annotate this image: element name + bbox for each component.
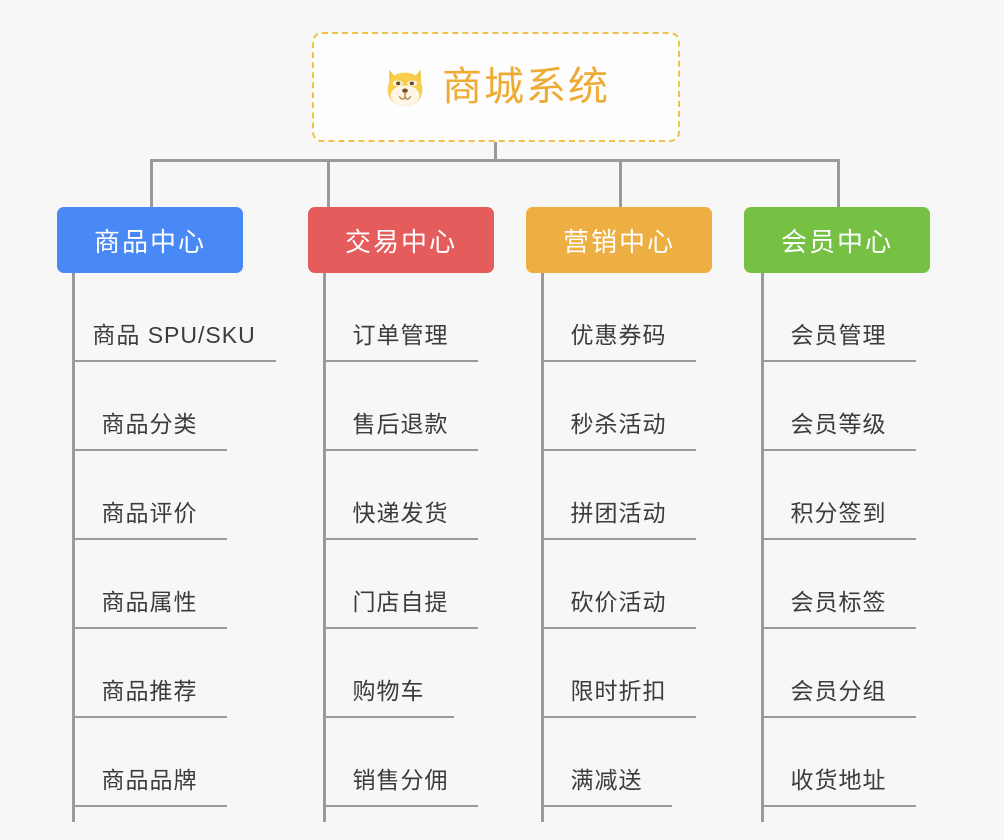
leaf-item[interactable]: 会员标签 xyxy=(761,540,916,629)
leaf-item-label: 商品推荐 xyxy=(101,678,198,704)
leaf-item-label: 会员管理 xyxy=(790,322,887,348)
leaf-item-label: 拼团活动 xyxy=(570,500,667,526)
leaf-item[interactable]: 商品推荐 xyxy=(72,629,227,718)
leaf-item[interactable]: 销售分佣 xyxy=(323,718,478,807)
category-box-3[interactable]: 营销中心 xyxy=(526,207,712,273)
leaf-item[interactable]: 商品 SPU/SKU xyxy=(72,273,276,362)
leaf-item-label: 收货地址 xyxy=(790,767,887,793)
leaf-item-label: 限时折扣 xyxy=(570,678,667,704)
leaf-item[interactable]: 积分签到 xyxy=(761,451,916,540)
leaf-item-label: 商品 SPU/SKU xyxy=(92,322,256,348)
category-label-1: 商品中心 xyxy=(93,226,206,257)
leaf-item-label: 商品评价 xyxy=(101,500,198,526)
category-box-1[interactable]: 商品中心 xyxy=(57,207,243,273)
leaf-item-label: 商品属性 xyxy=(101,589,198,615)
leaf-item-label: 商品品牌 xyxy=(101,767,198,793)
leaf-item-label: 会员标签 xyxy=(790,589,887,615)
leaf-spine-4 xyxy=(761,273,764,822)
leaf-item[interactable]: 拼团活动 xyxy=(541,451,696,540)
connector-drop-3 xyxy=(619,159,622,207)
leaf-item[interactable]: 售后退款 xyxy=(323,362,478,451)
connector-bus xyxy=(150,159,840,162)
leaf-item[interactable]: 商品评价 xyxy=(72,451,227,540)
leaf-item[interactable]: 商品品牌 xyxy=(72,718,227,807)
leaf-item[interactable]: 会员管理 xyxy=(761,273,916,362)
leaf-item-label: 砍价活动 xyxy=(570,589,667,615)
leaf-item[interactable]: 购物车 xyxy=(323,629,454,718)
leaf-item[interactable]: 商品分类 xyxy=(72,362,227,451)
leaf-item[interactable]: 收货地址 xyxy=(761,718,916,807)
leaf-item-label: 购物车 xyxy=(352,678,425,704)
leaf-item[interactable]: 会员等级 xyxy=(761,362,916,451)
leaf-item[interactable]: 满减送 xyxy=(541,718,672,807)
leaf-spine-2 xyxy=(323,273,326,822)
shiba-dog-face-icon xyxy=(387,69,423,106)
leaf-item[interactable]: 商品属性 xyxy=(72,540,227,629)
leaf-item[interactable]: 会员分组 xyxy=(761,629,916,718)
leaf-item-label: 销售分佣 xyxy=(352,767,449,793)
connector-drop-1 xyxy=(150,159,153,207)
leaf-item-label: 秒杀活动 xyxy=(570,411,667,437)
leaf-item-label: 会员等级 xyxy=(790,411,887,437)
root-node-shop-system[interactable]: 商城系统 xyxy=(312,32,680,142)
connector-drop-2 xyxy=(327,159,330,207)
leaf-item-label: 会员分组 xyxy=(790,678,887,704)
leaf-item-label: 商品分类 xyxy=(101,411,198,437)
category-box-2[interactable]: 交易中心 xyxy=(308,207,494,273)
category-box-4[interactable]: 会员中心 xyxy=(744,207,930,273)
leaf-spine-3 xyxy=(541,273,544,822)
leaf-item[interactable]: 秒杀活动 xyxy=(541,362,696,451)
leaf-item[interactable]: 快递发货 xyxy=(323,451,478,540)
leaf-item-label: 售后退款 xyxy=(352,411,449,437)
category-label-2: 交易中心 xyxy=(344,226,457,257)
category-label-4: 会员中心 xyxy=(780,226,893,257)
leaf-item-label: 积分签到 xyxy=(790,500,887,526)
leaf-item-label: 订单管理 xyxy=(352,322,449,348)
leaf-item-label: 满减送 xyxy=(570,767,643,793)
leaf-item[interactable]: 砍价活动 xyxy=(541,540,696,629)
category-label-3: 营销中心 xyxy=(562,226,675,257)
leaf-item-label: 快递发货 xyxy=(352,500,449,526)
leaf-item[interactable]: 门店自提 xyxy=(323,540,478,629)
leaf-item[interactable]: 优惠券码 xyxy=(541,273,696,362)
leaf-item-label: 优惠券码 xyxy=(570,322,667,348)
leaf-item[interactable]: 限时折扣 xyxy=(541,629,696,718)
leaf-spine-1 xyxy=(72,273,75,822)
root-node-label: 商城系统 xyxy=(442,65,610,109)
connector-root-stub xyxy=(494,142,497,162)
leaf-item-label: 门店自提 xyxy=(352,589,449,615)
connector-drop-4 xyxy=(837,159,840,207)
leaf-item[interactable]: 订单管理 xyxy=(323,273,478,362)
